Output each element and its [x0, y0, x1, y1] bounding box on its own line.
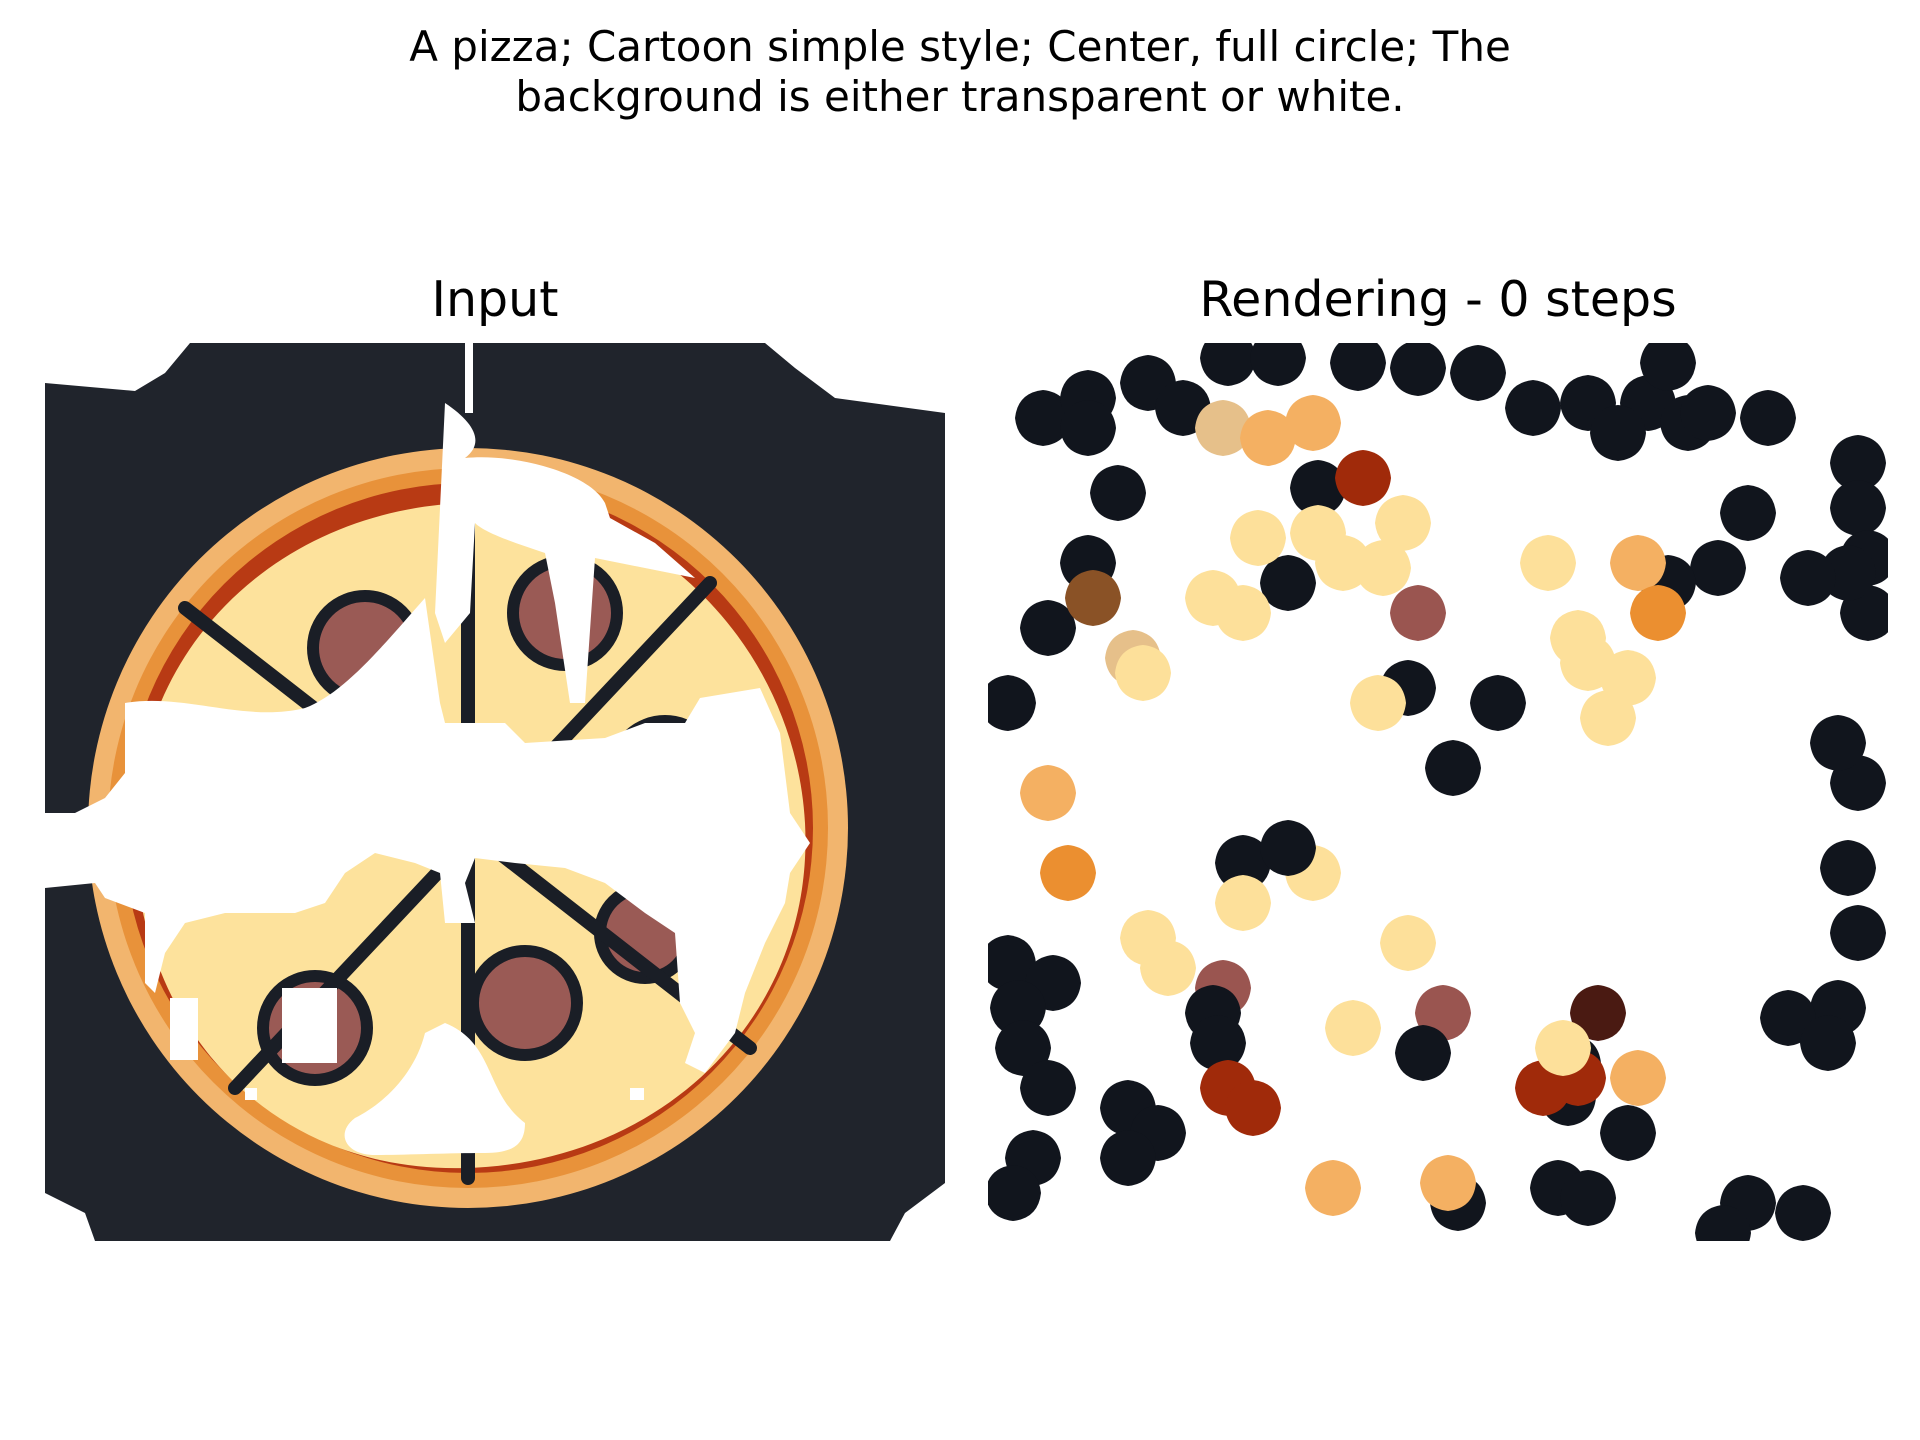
splat	[1090, 465, 1146, 521]
splat	[1695, 1205, 1751, 1241]
splat	[1780, 550, 1836, 606]
splat	[1060, 400, 1116, 456]
splat	[1100, 1130, 1156, 1186]
splat	[1325, 1000, 1381, 1056]
mask-holes	[45, 343, 810, 1155]
splat	[1600, 1105, 1656, 1161]
splat	[1420, 1155, 1476, 1211]
splat	[1830, 435, 1886, 491]
splat	[1810, 715, 1866, 771]
splat	[988, 1165, 1041, 1221]
splat	[1830, 480, 1886, 536]
splat	[1760, 990, 1816, 1046]
input-panel-title: Input	[431, 271, 559, 328]
splat	[1590, 405, 1646, 461]
splat	[1190, 1015, 1246, 1071]
splat	[1380, 915, 1436, 971]
splat	[1740, 390, 1796, 446]
splat	[1065, 570, 1121, 626]
splat	[1550, 610, 1606, 666]
splat	[1260, 820, 1316, 876]
splat	[988, 675, 1036, 731]
splat	[1820, 840, 1876, 896]
input-image	[45, 343, 945, 1241]
splat	[1535, 1020, 1591, 1076]
splat	[1215, 585, 1271, 641]
splat	[1225, 1080, 1281, 1136]
splat	[1450, 345, 1506, 401]
splat	[1200, 343, 1256, 386]
figure-title: A pizza; Cartoon simple style; Center, f…	[409, 22, 1511, 121]
splat	[1195, 400, 1251, 456]
splat	[1395, 1025, 1451, 1081]
splat	[1020, 765, 1076, 821]
splat	[1505, 380, 1561, 436]
splat	[1470, 675, 1526, 731]
splat	[1630, 585, 1686, 641]
splat	[1115, 645, 1171, 701]
splat	[1335, 450, 1391, 506]
splat	[1305, 1160, 1361, 1216]
splat	[1040, 845, 1096, 901]
splat	[1680, 385, 1736, 441]
splat	[1230, 510, 1286, 566]
splat	[1330, 343, 1386, 391]
splat	[1390, 343, 1446, 396]
splat	[1375, 495, 1431, 551]
splat	[1350, 675, 1406, 731]
splat	[1240, 410, 1296, 466]
splat	[1390, 585, 1446, 641]
splat	[1285, 395, 1341, 451]
splat	[1020, 600, 1076, 656]
splat	[1570, 985, 1626, 1041]
splat	[1015, 390, 1071, 446]
splat	[988, 935, 1036, 991]
splat	[1775, 1185, 1831, 1241]
splat	[1720, 485, 1776, 541]
splat	[1140, 940, 1196, 996]
splat	[1355, 540, 1411, 596]
splat-rendering-image	[988, 343, 1888, 1241]
splat	[1425, 740, 1481, 796]
rendering-panel-title: Rendering - 0 steps	[1199, 271, 1677, 328]
splat	[1690, 540, 1746, 596]
splat	[1260, 555, 1316, 611]
splat	[1250, 343, 1306, 386]
splat	[1215, 875, 1271, 931]
splat	[1800, 1015, 1856, 1071]
splat	[1520, 535, 1576, 591]
splat	[1610, 535, 1666, 591]
splat	[1580, 690, 1636, 746]
splat	[1215, 835, 1271, 891]
splat	[1640, 343, 1696, 391]
splat	[995, 1020, 1051, 1076]
splat	[1560, 1170, 1616, 1226]
pizza-input-image	[45, 343, 945, 1241]
splat	[1290, 460, 1346, 516]
rendering-image	[988, 343, 1888, 1241]
splat	[1830, 905, 1886, 961]
splat	[1610, 1050, 1666, 1106]
splat	[1020, 1060, 1076, 1116]
